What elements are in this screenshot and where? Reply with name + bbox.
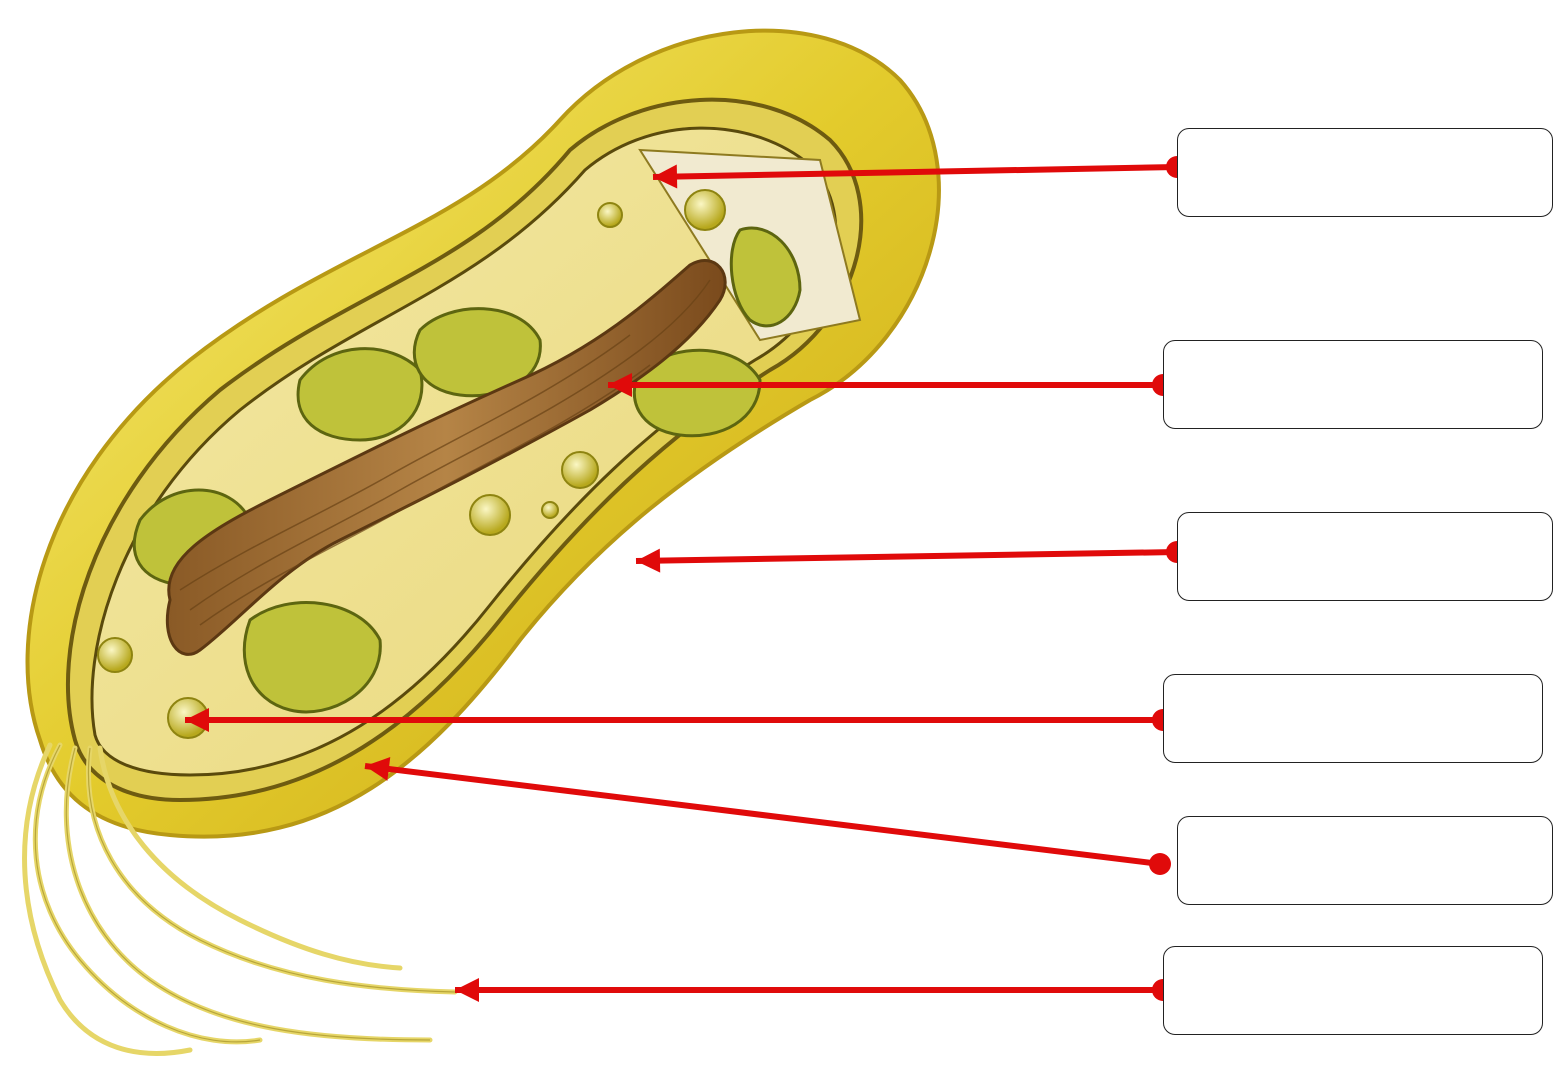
arrow-line-3 [636,552,1177,561]
arrow-head-3 [636,549,660,573]
label-box-4[interactable] [1163,674,1543,763]
label-box-5[interactable] [1177,816,1553,905]
arrow-dot-5 [1149,853,1171,875]
arrow-line-5 [365,766,1160,864]
arrow-head-6 [455,978,479,1002]
label-box-6[interactable] [1163,946,1543,1035]
label-box-2[interactable] [1163,340,1543,429]
label-box-3[interactable] [1177,512,1553,601]
label-box-1[interactable] [1177,128,1553,217]
